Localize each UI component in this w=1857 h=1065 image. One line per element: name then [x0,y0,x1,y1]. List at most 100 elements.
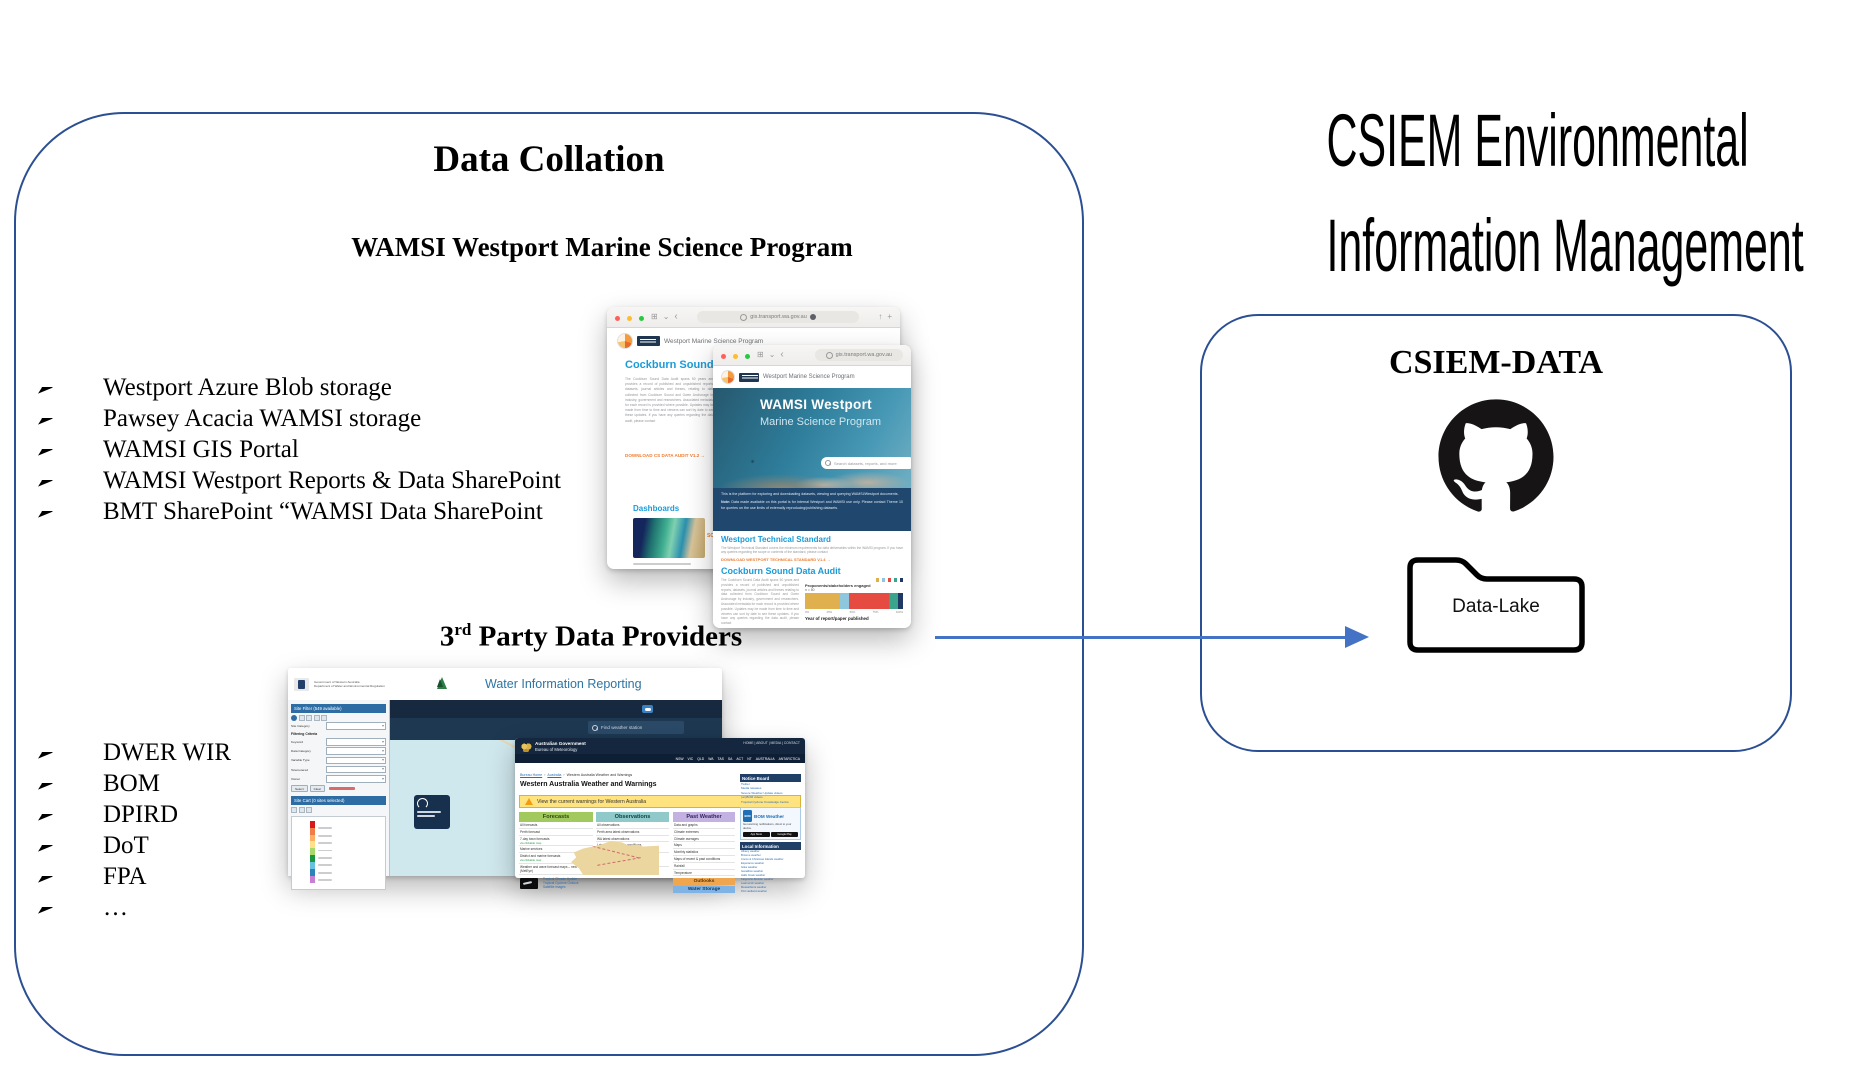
data-lake-folder[interactable]: Data-Lake [1396,538,1596,658]
bar-segment [840,593,850,610]
past-weather-link[interactable]: Temperature [673,870,735,877]
local-weather-link[interactable]: Albany weather [741,850,760,854]
filter-dropdown[interactable] [326,756,386,765]
state-link[interactable]: NT [747,756,752,761]
tropical-link[interactable]: Tropical Cyclone Outlook [543,881,579,886]
past-weather-link[interactable]: Maps of recent & past conditions [673,856,735,863]
warning-banner[interactable]: View the current warnings for Western Au… [519,795,801,808]
traffic-light-zoom-icon[interactable] [639,308,646,326]
past-weather-link[interactable]: Climate extremes [673,829,735,836]
filter-dropdown[interactable] [326,747,386,755]
filter-dropdown[interactable] [326,765,386,774]
tropical-link[interactable]: Satellite images [543,885,566,890]
past-weather-link[interactable]: Maps [673,842,735,850]
traffic-light-zoom-icon[interactable] [745,346,752,364]
local-weather-link[interactable]: Geraldton weather [741,870,764,874]
wir-title: Water Information Reporting [485,677,642,691]
state-link[interactable]: WA [708,756,714,761]
back-icon[interactable] [674,313,677,321]
local-weather-link[interactable]: Meekatharra weather [741,886,767,890]
breadcrumb-link[interactable]: Australia [547,773,562,777]
local-weather-link[interactable]: Esperance weather [741,862,765,866]
chevron-down-icon[interactable] [769,351,776,359]
bom-top-links[interactable]: HOME | ABOUT | MEDIA | CONTACT [743,741,800,745]
csiem-title-line2: Information Management [1326,204,1804,288]
notice-link[interactable]: Tropical Cyclone Knowledge Centre [741,800,789,805]
state-link[interactable]: QLD [697,756,705,761]
traffic-light-close-icon[interactable] [615,308,622,326]
toolbar-icon[interactable] [321,714,327,721]
toolbar-icon[interactable] [306,806,312,813]
past-weather-link[interactable]: Monthly statistics [673,849,735,856]
outlooks-header[interactable]: Outlooks [673,877,735,885]
notice-link[interactable]: Media releases [741,786,762,791]
observation-link[interactable]: WA latest observations [596,836,669,843]
search-input[interactable]: Search datasets, reports, and more [821,457,911,469]
state-link[interactable]: VIC [687,756,694,761]
dashboards-heading: Dashboards [633,504,680,513]
address-bar[interactable]: gis.transport.wa.gov.au [697,311,860,323]
new-tab-icon[interactable] [887,313,892,321]
notice-link[interactable]: Twitter [741,781,750,786]
observation-link[interactable]: All observations [596,822,669,829]
station-search-input[interactable]: Find weather station [588,721,684,734]
share-icon[interactable] [878,313,882,321]
breadcrumb-link[interactable]: Bureau Home [520,773,543,777]
arrow-bullet-icon [38,870,53,883]
info-icon[interactable] [291,714,297,721]
local-weather-link[interactable]: Cocos & Christmas Islands weather [741,858,784,862]
filter-dropdown[interactable] [326,738,386,746]
download-audit-link[interactable]: DOWNLOAD CS DATA AUDIT V1.2 → [625,453,706,458]
notice-board-header: Notice Board [740,774,801,782]
tab-overview-icon[interactable] [651,313,658,321]
clear-button[interactable]: Clear [309,785,326,793]
forecast-link[interactable]: Perth forecast [519,829,593,836]
satellite-map-thumbnail[interactable] [633,518,705,558]
local-weather-link[interactable]: Kalgoorlie-Boulder weather [741,878,774,882]
audit-chart: Proponents/stakeholders engaged n = 80 0… [805,578,903,626]
local-weather-link[interactable]: Learmonth weather [741,882,765,886]
past-weather-link[interactable]: Climate averages [673,836,735,843]
traffic-light-minimize-icon[interactable] [627,308,634,326]
toolbar-icon[interactable] [306,714,312,721]
past-weather-link[interactable]: Rainfall [673,863,735,870]
toolbar-icon[interactable] [298,806,305,813]
state-link[interactable]: ANTARCTICA [778,756,800,761]
local-weather-link[interactable]: Giles weather [741,866,758,870]
tab-overview-icon[interactable] [757,351,764,359]
state-link[interactable]: NSW [675,756,684,761]
chevron-down-icon[interactable] [663,313,670,321]
traffic-light-minimize-icon[interactable] [733,346,740,364]
state-link[interactable]: TAS [717,756,724,761]
store-badge[interactable]: App Store [743,831,770,838]
toolbar-icon[interactable] [313,714,320,721]
toolbar-icon[interactable] [298,714,305,721]
forecast-link[interactable]: Weather and wave forecast maps – next 7 … [519,864,593,875]
local-weather-link[interactable]: Broome weather [741,854,761,858]
state-link[interactable]: SA [727,756,733,761]
local-weather-link[interactable]: Halls Creek weather [741,874,766,878]
forecast-link[interactable]: Marine services [519,846,593,854]
download-standard-link[interactable]: DOWNLOAD WESTPORT TECHNICAL STANDARD V1.… [721,557,831,563]
store-badge[interactable]: Google Play [771,831,798,838]
select-button[interactable]: Select [291,785,308,793]
traffic-light-close-icon[interactable] [721,346,728,364]
toolbar-icon[interactable] [291,806,297,813]
back-icon[interactable] [780,351,783,359]
satellite-image-thumbnail[interactable] [520,877,538,889]
forecast-link[interactable]: All forecasts [519,822,593,829]
local-weather-link[interactable]: Port Hedland weather [741,890,767,894]
notice-link[interactable]: Severe Weather Update videos [741,790,783,795]
site-category-dropdown[interactable] [326,722,386,730]
water-storage-header[interactable]: Water Storage [673,886,735,894]
observation-link[interactable]: Perth area latest observations [596,829,669,836]
past-weather-link[interactable]: Data and graphs [673,822,735,829]
state-link[interactable]: ACT [736,756,744,761]
tropical-link[interactable]: Tropical Climate Update [543,876,578,881]
notice-link[interactable]: (un)BOM videos [741,795,763,800]
state-link[interactable]: AUSTRALIA [755,756,775,761]
filter-dropdown[interactable] [326,775,386,783]
address-bar[interactable]: gis.transport.wa.gov.au [814,349,903,361]
